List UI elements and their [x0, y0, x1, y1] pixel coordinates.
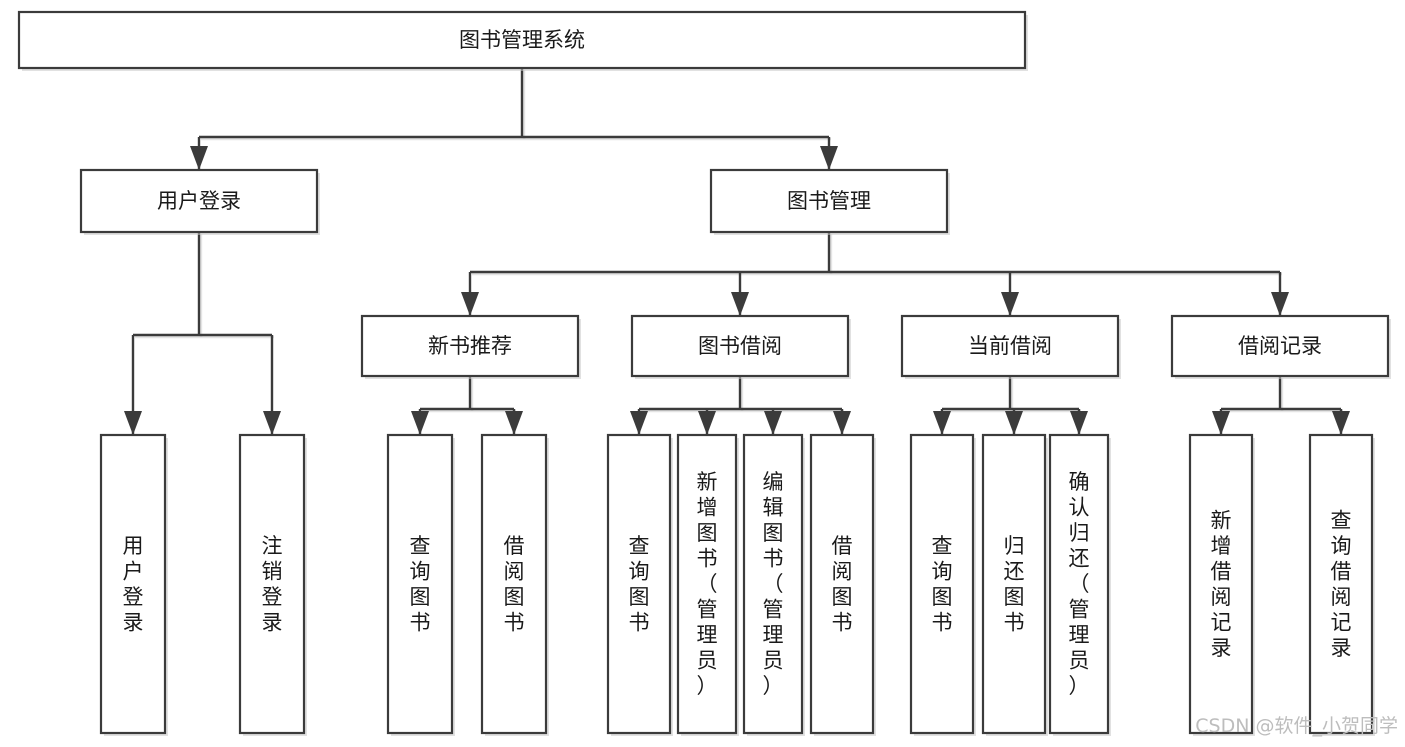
node-label: 注销登录	[262, 534, 283, 635]
node-root[interactable]: 图书管理系统	[17, 10, 1028, 71]
node-label: 确认归还（管理员）	[1069, 470, 1090, 698]
node-label: 用户登录	[123, 534, 144, 635]
node-leaf-add-book[interactable]: 新增图书（管理员）	[676, 433, 739, 736]
node-label: 查询借阅记录	[1331, 508, 1352, 660]
node-label: 查询图书	[932, 534, 953, 635]
node-label: 新增图书（管理员）	[697, 470, 718, 698]
node-label: 查询图书	[410, 534, 431, 635]
node-label: 用户登录	[157, 189, 241, 213]
edge-layer	[124, 68, 1350, 435]
node-user-login-group[interactable]: 用户登录	[79, 168, 320, 235]
node-label: 查询图书	[629, 534, 650, 635]
node-label: 图书借阅	[698, 334, 782, 358]
node-book-borrow[interactable]: 图书借阅	[630, 314, 851, 379]
node-label: 借阅图书	[504, 534, 525, 635]
node-label: 图书管理系统	[459, 28, 585, 52]
node-label: 图书管理	[787, 189, 871, 213]
node-new-book-rec[interactable]: 新书推荐	[360, 314, 581, 379]
node-label: 编辑图书（管理员）	[763, 470, 784, 698]
node-layer: 图书管理系统用户登录图书管理新书推荐图书借阅当前借阅借阅记录用户登录注销登录查询…	[17, 10, 1391, 736]
node-leaf-query-record[interactable]: 查询借阅记录	[1308, 433, 1375, 736]
node-leaf-return-book[interactable]: 归还图书	[981, 433, 1048, 736]
node-book-mgmt-group[interactable]: 图书管理	[709, 168, 950, 235]
node-label: 借阅图书	[832, 534, 853, 635]
node-borrow-record[interactable]: 借阅记录	[1170, 314, 1391, 379]
node-leaf-user-logout[interactable]: 注销登录	[238, 433, 307, 736]
node-leaf-confirm-ret[interactable]: 确认归还（管理员）	[1048, 433, 1111, 736]
node-label: 归还图书	[1004, 534, 1025, 635]
node-leaf-query-book-1[interactable]: 查询图书	[386, 433, 455, 736]
node-current-borrow[interactable]: 当前借阅	[900, 314, 1121, 379]
node-leaf-borrow-book-1[interactable]: 借阅图书	[480, 433, 549, 736]
node-leaf-edit-book[interactable]: 编辑图书（管理员）	[742, 433, 805, 736]
node-leaf-query-book-3[interactable]: 查询图书	[909, 433, 976, 736]
node-leaf-query-book-2[interactable]: 查询图书	[606, 433, 673, 736]
node-label: 借阅记录	[1238, 334, 1322, 358]
node-label: 当前借阅	[968, 334, 1052, 358]
node-leaf-add-record[interactable]: 新增借阅记录	[1188, 433, 1255, 736]
node-label: 新书推荐	[428, 334, 512, 358]
csdn-watermark: CSDN @软件_小贺同学	[1195, 715, 1398, 737]
node-leaf-user-login[interactable]: 用户登录	[99, 433, 168, 736]
node-label: 新增借阅记录	[1211, 508, 1232, 660]
node-leaf-borrow-book-2[interactable]: 借阅图书	[809, 433, 876, 736]
